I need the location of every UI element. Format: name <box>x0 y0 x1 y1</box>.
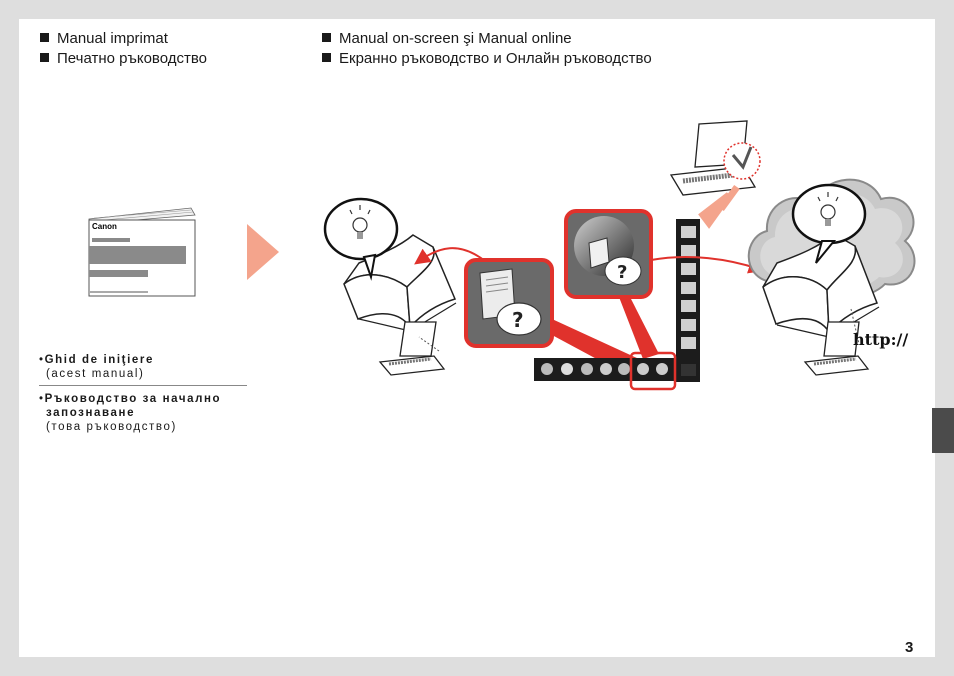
onscreen-manual-heading: Manual on-screen şi Manual online Екранн… <box>322 29 652 69</box>
laptop-right-icon <box>803 308 870 376</box>
bullet-square-icon <box>40 53 49 62</box>
guide-ro-sub: (acest manual) <box>46 368 145 380</box>
getting-started-guide-bg: •Ръководство за начално запознаване (тов… <box>39 393 222 433</box>
guide-bg-title-2: запознаване <box>46 407 136 419</box>
printed-manual-heading: Manual imprimat Печатно ръководство <box>40 29 207 69</box>
heading-onscreen-ro: Manual on-screen şi Manual online <box>339 30 572 47</box>
lightbulb-bubble-right-icon <box>791 183 867 264</box>
laptop-left-icon <box>378 321 446 376</box>
bullet-square-icon <box>322 53 331 62</box>
guide-ro-title: Ghid de iniţiere <box>44 354 154 366</box>
onscreen-manual-help-icon: ? <box>464 258 554 348</box>
horizontal-toolbar <box>534 351 677 391</box>
manual-illustration: Canon <box>88 120 916 391</box>
printed-booklet-icon: Canon <box>88 207 196 297</box>
booklet-brand: Canon <box>92 222 117 231</box>
vertical-toolbar <box>676 219 700 382</box>
lightbulb-bubble-left-icon <box>323 197 399 281</box>
section-side-tab <box>932 408 954 453</box>
bullet-square-icon <box>40 33 49 42</box>
red-pointer-2-icon <box>619 297 659 359</box>
open-book-right-icon <box>762 233 880 338</box>
svg-text:?: ? <box>617 262 627 283</box>
page-number: 3 <box>905 639 914 656</box>
arrow-to-cloud-icon <box>650 255 765 274</box>
http-label: http:// <box>853 330 908 349</box>
svg-text:?: ? <box>512 308 524 332</box>
guide-bg-title-1: Ръководство за начално <box>44 393 222 405</box>
manual-page: Manual imprimat Печатно ръководство Manu… <box>19 19 935 657</box>
flow-arrow-icon <box>247 224 279 280</box>
heading-printed-ro: Manual imprimat <box>57 30 168 47</box>
bullet-square-icon <box>322 33 331 42</box>
divider <box>39 385 247 386</box>
heading-onscreen-bg: Екранно ръководство и Онлайн ръководство <box>339 50 652 67</box>
pink-arrow-icon <box>698 184 740 229</box>
online-manual-help-icon: ? <box>564 209 653 299</box>
getting-started-guide-ro: •Ghid de iniţiere (acest manual) <box>39 354 154 380</box>
heading-printed-bg: Печатно ръководство <box>57 50 207 67</box>
arrow-to-book-icon <box>414 247 486 265</box>
laptop-top-icon <box>669 120 761 196</box>
guide-bg-sub: (това ръководство) <box>46 421 177 433</box>
